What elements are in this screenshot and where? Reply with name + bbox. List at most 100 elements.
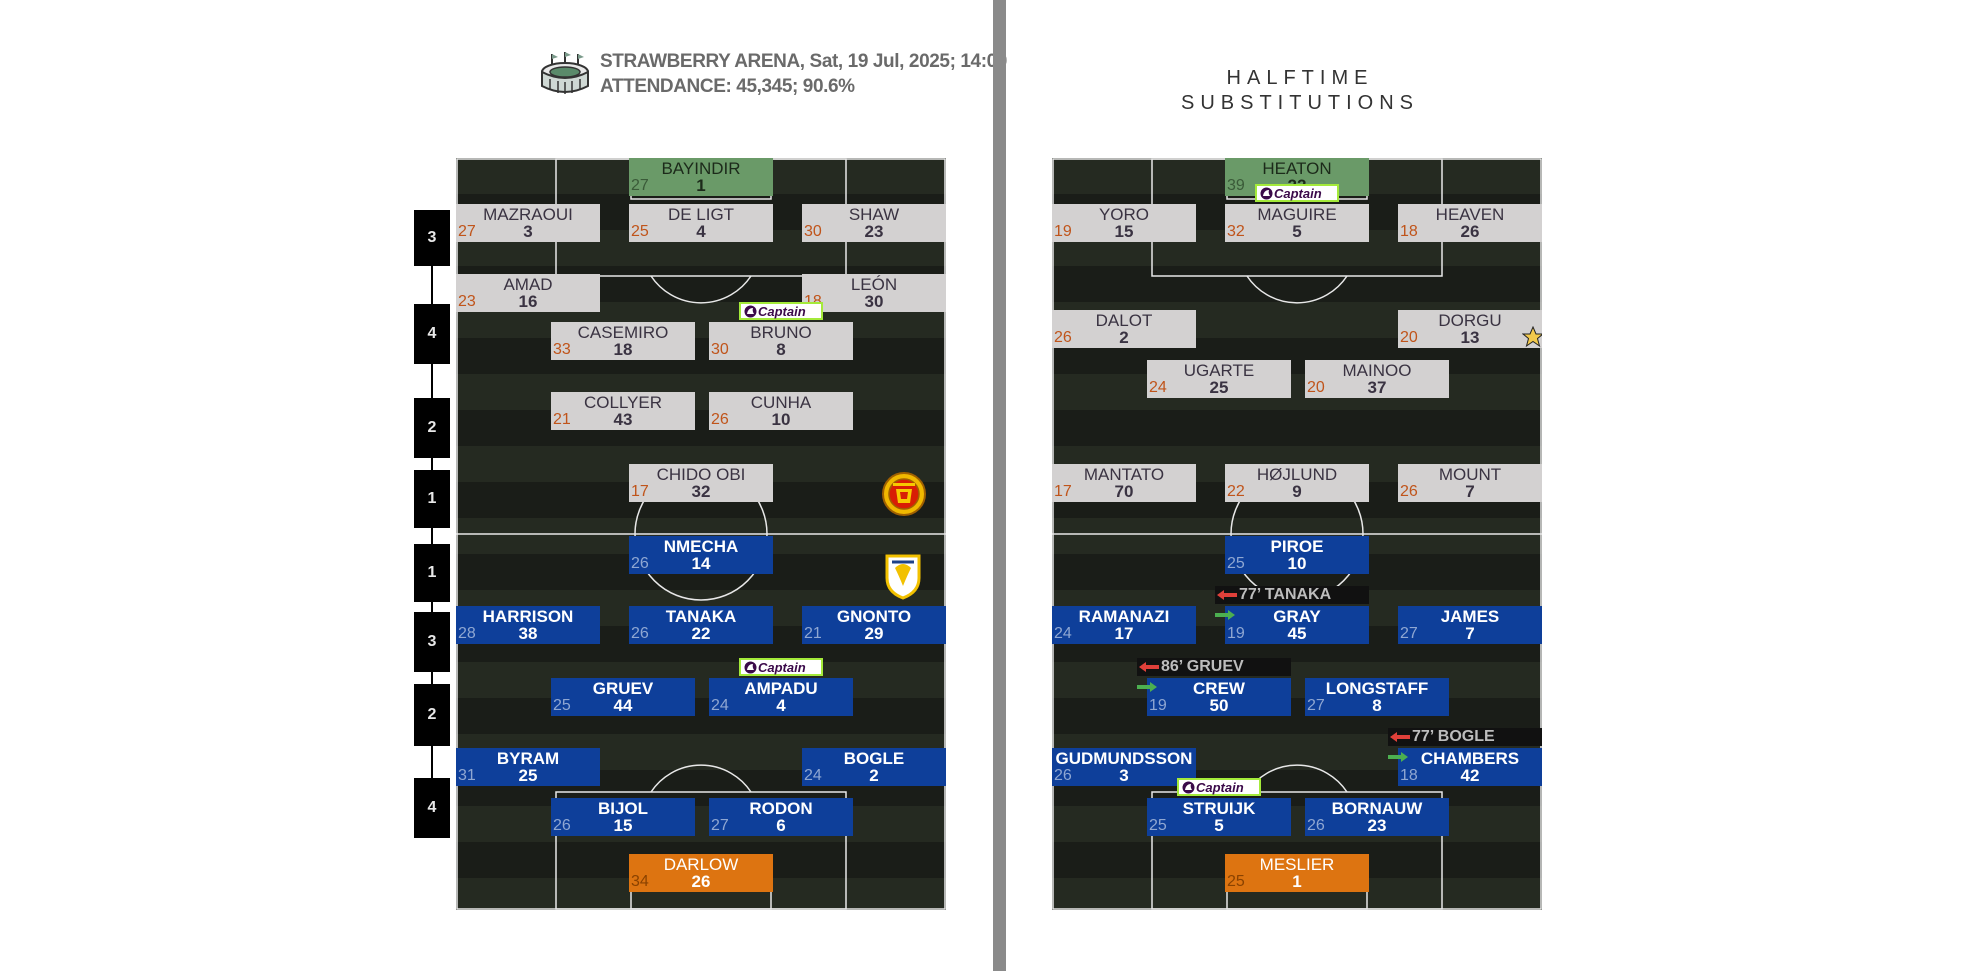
player-age: 27 [711, 817, 729, 834]
player-age: 25 [1149, 817, 1167, 834]
player-number: 15 [1114, 222, 1134, 241]
player-number: 8 [1372, 696, 1382, 715]
player-number: 13 [1460, 328, 1480, 347]
player-number: 10 [1287, 554, 1307, 573]
captain-badge: Captain [1177, 778, 1261, 796]
player-age: 17 [1054, 483, 1072, 500]
player-age: 34 [631, 873, 649, 890]
panel-divider [993, 0, 1006, 971]
player-name: COLLYER [583, 393, 663, 412]
player-age: 26 [553, 817, 571, 834]
player-age: 26 [711, 411, 729, 428]
substitution-text: 77’ TANAKA [1239, 586, 1332, 603]
player-name: BOGLE [843, 749, 905, 768]
player-age: 19 [1227, 625, 1245, 642]
premier-league-lion-icon [744, 305, 757, 318]
player-name: STRUIJK [1182, 799, 1256, 818]
player-age: 19 [1149, 697, 1167, 714]
away-team-crest-icon [885, 554, 921, 600]
player-number: 8 [776, 340, 786, 359]
player-card-yoro: YORO 19 15 [1052, 204, 1196, 242]
player-name: HEAVEN [1435, 205, 1505, 224]
player-name: BIJOL [597, 799, 649, 818]
player-number: 23 [864, 222, 884, 241]
player-name: LEÓN [850, 275, 898, 294]
formation-line-count: 2 [414, 398, 450, 458]
player-age: 21 [553, 411, 571, 428]
player-number: 45 [1287, 624, 1307, 643]
player-number: 2 [1119, 328, 1129, 347]
substitution-text: 86’ GRUEV [1161, 658, 1244, 675]
pitch-stripe [1052, 806, 1542, 842]
player-name: HARRISON [482, 607, 574, 626]
sub-in-arrow-icon [1388, 752, 1408, 762]
player-age: 17 [631, 483, 649, 500]
formation-line-count: 3 [414, 210, 450, 266]
sub-out-arrow-icon [1217, 590, 1237, 600]
player-name: LONGSTAFF [1325, 679, 1429, 698]
player-age: 20 [1400, 329, 1418, 346]
player-number: 5 [1214, 816, 1224, 835]
captain-badge: Captain [739, 658, 823, 676]
player-age: 26 [1054, 767, 1072, 784]
player-number: 18 [613, 340, 633, 359]
player-name: HEATON [1262, 159, 1332, 178]
player-number: 70 [1114, 482, 1134, 501]
player-number: 37 [1367, 378, 1387, 397]
player-number: 5 [1292, 222, 1302, 241]
player-age: 21 [804, 625, 822, 642]
player-number: 22 [691, 624, 711, 643]
player-number: 43 [613, 410, 633, 429]
captain-label: Captain [1196, 780, 1244, 795]
player-name: BAYINDIR [661, 159, 741, 178]
player-age: 26 [1307, 817, 1325, 834]
star-icon [1522, 326, 1542, 348]
player-age: 19 [1054, 223, 1072, 240]
substitution-tag: 86’ GRUEV [1137, 658, 1291, 676]
player-name: YORO [1098, 205, 1150, 224]
player-age: 30 [711, 341, 729, 358]
player-age: 24 [711, 697, 729, 714]
captain-badge: Captain [739, 302, 823, 320]
player-age: 23 [458, 293, 476, 310]
formation-line-count: 1 [414, 544, 450, 602]
player-age: 27 [1400, 625, 1418, 642]
sub-in-arrow-icon [1137, 682, 1157, 692]
formation-line-count: 4 [414, 304, 450, 364]
player-number: 38 [518, 624, 538, 643]
player-number: 26 [1460, 222, 1480, 241]
player-name: DE LIGT [667, 205, 735, 224]
player-name: GUDMUNDSSON [1055, 749, 1193, 768]
player-number: 3 [1119, 766, 1129, 785]
player-age: 26 [1400, 483, 1418, 500]
player-name: CUNHA [750, 393, 812, 412]
player-name: JAMES [1440, 607, 1500, 626]
player-age: 26 [1054, 329, 1072, 346]
premier-league-lion-icon [744, 661, 757, 674]
player-card-collyer: COLLYER 21 43 [551, 392, 695, 430]
player-name: GRUEV [592, 679, 654, 698]
player-number: 25 [518, 766, 538, 785]
player-number: 1 [696, 176, 706, 195]
captain-label: Captain [758, 304, 806, 319]
player-name: MAGUIRE [1257, 205, 1337, 224]
player-name: RODON [749, 799, 813, 818]
